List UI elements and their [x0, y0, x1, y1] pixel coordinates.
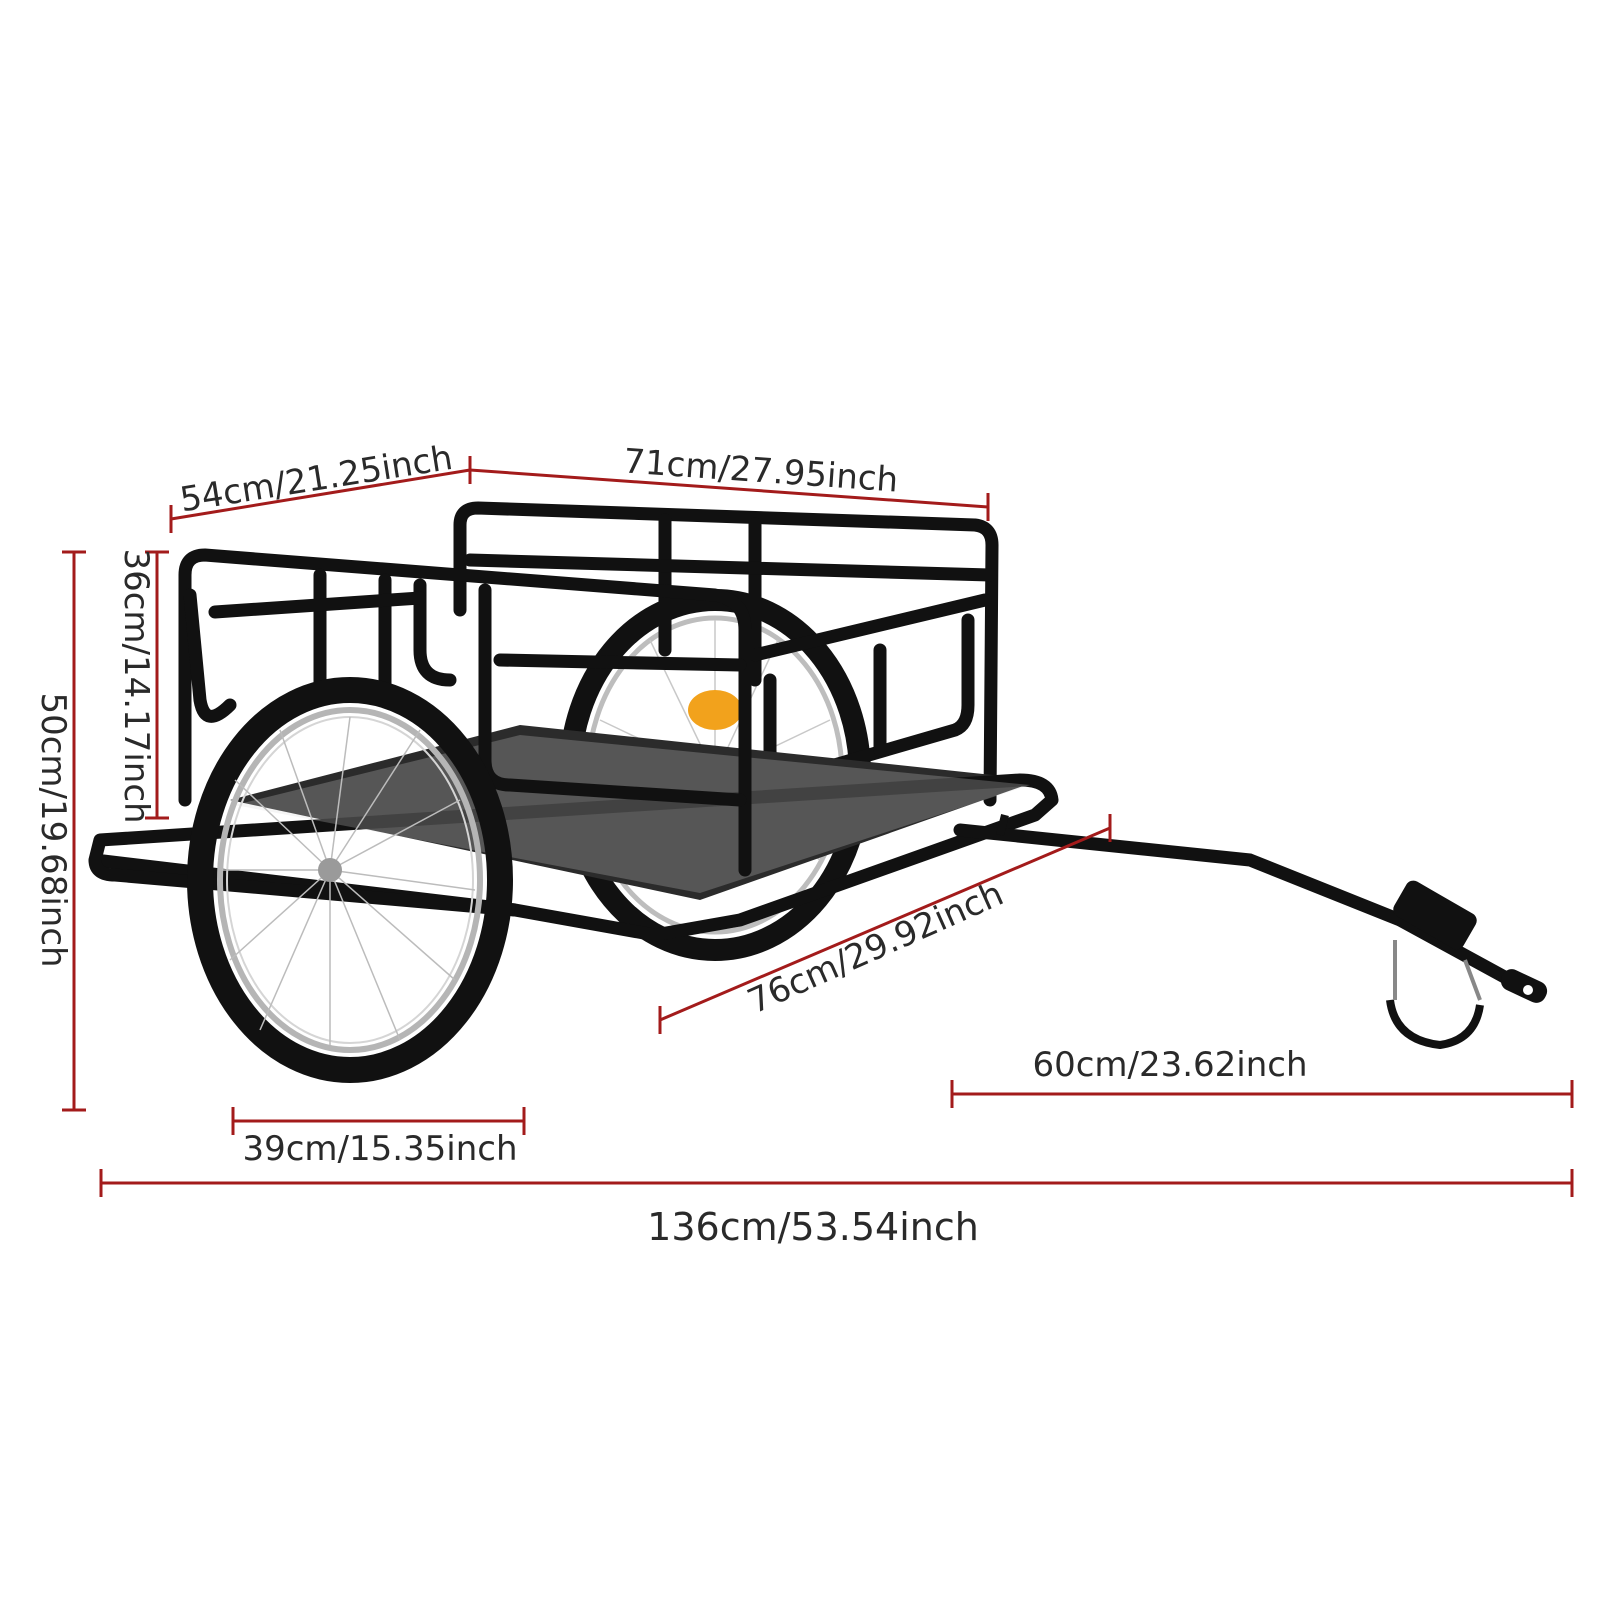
label-total-length: 136cm/53.54inch	[647, 1205, 979, 1249]
dim-line-total-length	[99, 1169, 1574, 1197]
dimension-lines	[62, 456, 1574, 1197]
cargo-bed	[88, 725, 1059, 942]
dim-line-bed-depth	[658, 814, 1112, 1034]
bike-trailer-illustration	[88, 501, 1548, 1083]
front-wheel-spokes	[222, 716, 476, 1045]
dim-line-wheel	[231, 1107, 526, 1135]
label-tow-bar: 60cm/23.62inch	[1032, 1045, 1307, 1085]
dim-line-tow-bar	[950, 1080, 1574, 1108]
tow-bar	[953, 814, 1548, 1050]
label-bed-depth: 76cm/29.92inch	[742, 874, 1010, 1022]
dim-line-rail-height	[145, 550, 169, 820]
hitch-coupler-icon	[1386, 880, 1548, 1050]
label-wheel: 39cm/15.35inch	[242, 1129, 517, 1169]
wheel-hub-icon	[318, 858, 342, 882]
front-wheel	[187, 677, 513, 1083]
label-rail-height: 36cm/14.17inch	[116, 548, 156, 823]
reflector-icon	[688, 690, 742, 730]
dim-line-length-top	[469, 468, 990, 521]
label-total-height: 50cm/19.68inch	[33, 692, 73, 967]
label-width-top: 54cm/21.25inch	[177, 438, 455, 521]
dim-line-total-height	[62, 550, 86, 1112]
